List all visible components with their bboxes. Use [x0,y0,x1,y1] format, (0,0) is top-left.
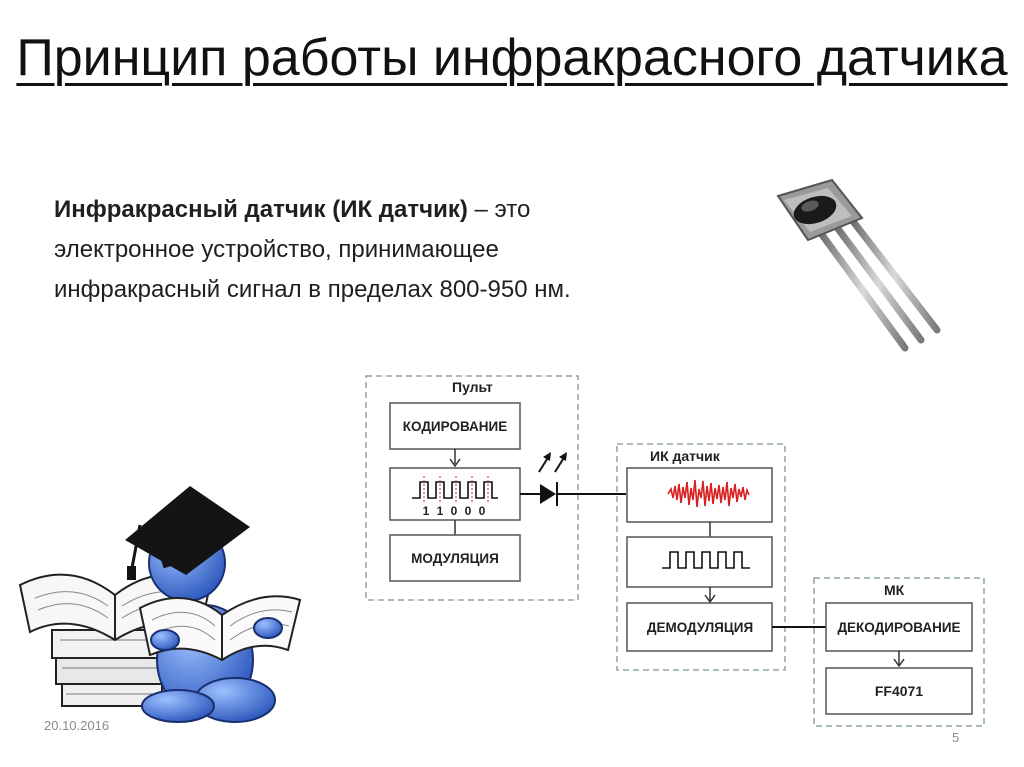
remote-group: Пульт КОДИРОВАНИЕ 1 1 0 0 0 МОДУЛЯЦИЯ [365,375,579,601]
student-with-books-icon [18,486,302,723]
ir-sensor-component-icon [776,178,941,352]
description: Инфракрасный датчик (ИК датчик) – это эл… [54,190,614,310]
ir-led-link [520,452,626,506]
demodulation-box [626,602,773,652]
bit-sequence: 1 1 0 0 0 [423,504,488,518]
modulation-box [389,534,521,582]
ir-sensor-group: ИК датчик ДЕМОДУЛЯЦИЯ [616,443,786,671]
slide-date: 20.10.2016 [44,718,110,733]
decoding-label: ДЕКОДИРОВАНИЕ [837,620,960,635]
remote-label: Пульт [452,379,493,395]
sensor-label: ИК датчик [650,448,721,464]
decoding-box [825,602,973,652]
slide-number: 5 [952,730,960,745]
signal-box [389,467,521,521]
description-term: Инфракрасный датчик (ИК датчик) [54,196,468,223]
page-title: Принцип работы инфракрасного датчика [16,29,1008,87]
filtered-signal-box [626,536,773,588]
noisy-signal-wave [667,479,750,508]
modulation-label: МОДУЛЯЦИЯ [411,551,499,566]
description-dash: – [467,196,488,223]
received-signal-box [626,467,773,523]
description-text: это электронное устройство, принимающее … [54,196,571,303]
mcu-group: МК ДЕКОДИРОВАНИЕ FF4071 [813,577,985,727]
filtered-pulse-wave [662,551,750,569]
mcu-label: МК [884,582,905,598]
decoded-code: FF4071 [875,683,923,699]
decoded-code-box [825,667,973,715]
demodulation-label: ДЕМОДУЛЯЦИЯ [647,620,753,635]
encoding-label: КОДИРОВАНИЕ [403,419,508,434]
